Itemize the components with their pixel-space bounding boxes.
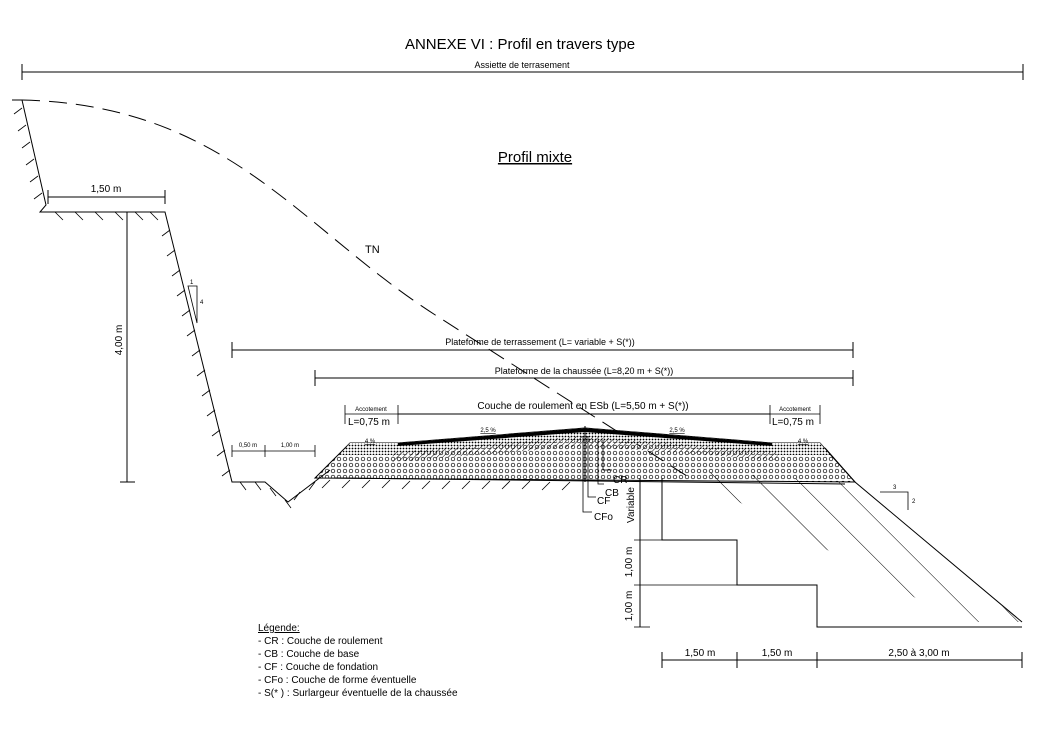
tn-label: TN <box>365 244 380 256</box>
fill-slope-hatch <box>680 470 1022 622</box>
svg-text:Variable: Variable <box>626 487 637 523</box>
svg-text:CFo: CFo <box>594 512 613 523</box>
plateforme-terrassement-dimension: Plateforme de terrassement (L= variable … <box>231 337 854 358</box>
svg-text:1,00 m: 1,00 m <box>281 443 299 449</box>
svg-text:1,00 m: 1,00 m <box>624 547 635 578</box>
svg-text:2,50 à 3,00 m: 2,50 à 3,00 m <box>888 648 949 659</box>
svg-text:4: 4 <box>200 300 204 306</box>
accotement-left: Accotement L=0,75 m <box>344 405 399 428</box>
legend-item: - CR : Couche de roulement <box>258 636 383 647</box>
svg-text:CR: CR <box>613 475 627 486</box>
svg-text:4,00 m: 4,00 m <box>114 325 125 356</box>
accotement-right: Accotement L=0,75 m <box>769 405 821 428</box>
svg-text:L=0,75 m: L=0,75 m <box>348 417 390 428</box>
svg-text:CF: CF <box>597 496 610 507</box>
svg-text:2: 2 <box>912 499 916 505</box>
svg-text:1,50 m: 1,50 m <box>762 648 793 659</box>
couche-roulement-dimension: Couche de roulement en ESb (L=5,50 m + S… <box>398 401 770 415</box>
fill-slope-marker: 3 2 <box>880 485 916 510</box>
plateforme-chaussee-dimension: Plateforme de la chaussée (L=8,20 m + S(… <box>314 366 854 386</box>
svg-text:CB: CB <box>605 488 619 499</box>
svg-text:Plateforme de terrassement (L=: Plateforme de terrassement (L= variable … <box>445 337 635 347</box>
crossfall-left: 2,5 % <box>480 428 496 434</box>
assiette-dimension: Assiette de terrasement <box>21 60 1024 80</box>
ditch-dimensions: 0,50 m 1,00 m <box>231 443 316 457</box>
crossfall-right: 2,5 % <box>669 428 685 434</box>
svg-text:1,50 m: 1,50 m <box>91 184 122 195</box>
svg-text:0,50 m: 0,50 m <box>239 443 257 449</box>
svg-text:Couche de roulement en ESb (L: Couche de roulement en ESb (L=5,50 m + S… <box>477 401 688 412</box>
cut-slope-marker: 1 4 <box>187 280 204 324</box>
svg-text:3: 3 <box>893 485 897 491</box>
vertical-dimensions: Variable 1,00 m 1,00 m <box>624 478 737 628</box>
legend-item: - S(* ) : Surlargeur éventuelle de la ch… <box>258 688 458 699</box>
layer-callouts: CR CB CF CFo <box>582 436 627 523</box>
berm-dimension: 1,50 m <box>47 184 166 204</box>
svg-text:Accotement: Accotement <box>779 407 811 413</box>
legend-item: - CFo : Couche de forme éventuelle <box>258 675 417 686</box>
svg-text:Assiette de terrasement: Assiette de terrasement <box>474 60 570 70</box>
bottom-dimensions: 1,50 m 1,50 m 2,50 à 3,00 m <box>661 648 1023 668</box>
svg-text:1: 1 <box>190 280 194 286</box>
drawing-title: ANNEXE VI : Profil en travers type <box>405 36 635 53</box>
cut-height-dimension: 4,00 m <box>114 212 135 483</box>
svg-text:1,00 m: 1,00 m <box>624 591 635 622</box>
shoulder-fall-left: 4 % <box>365 439 376 445</box>
legend-item: - CB : Couche de base <box>258 649 360 660</box>
svg-text:1,50 m: 1,50 m <box>685 648 716 659</box>
legend-item: - CF : Couche de fondation <box>258 662 379 673</box>
profile-subtitle: Profil mixte <box>498 149 572 166</box>
svg-text:L=0,75 m: L=0,75 m <box>772 417 814 428</box>
shoulder-fall-right: 4 % <box>798 439 809 445</box>
natural-ground-line <box>21 99 691 479</box>
cut-terrain <box>12 99 331 509</box>
svg-text:Plateforme de la chaussée (L=8: Plateforme de la chaussée (L=8,20 m + S(… <box>495 366 674 376</box>
legend-title: Légende: <box>258 623 300 634</box>
svg-text:Accotement: Accotement <box>355 407 387 413</box>
legend: Légende: - CR : Couche de roulement - CB… <box>258 622 458 700</box>
